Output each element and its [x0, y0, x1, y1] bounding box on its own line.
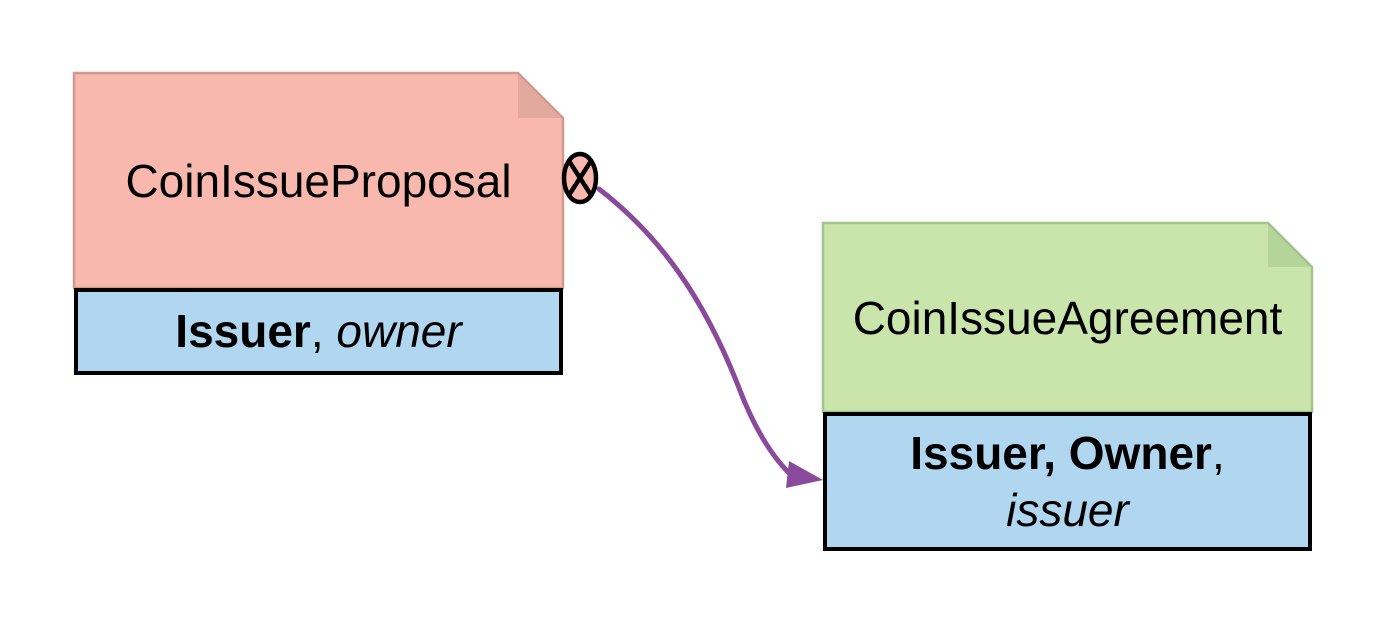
agreement-note-outline — [821, 221, 1314, 414]
create-arrowhead-icon — [786, 461, 823, 488]
archive-choice-cross-line-2 — [566, 158, 594, 198]
proposal-note-body — [74, 73, 563, 288]
agreement-party-bar — [823, 412, 1312, 551]
archive-choice-icon — [561, 151, 599, 205]
create-arrow-curve — [596, 186, 792, 476]
agreement-note-body — [823, 223, 1312, 412]
proposal-note-outline — [72, 71, 565, 290]
proposal-party-bar — [74, 288, 563, 375]
